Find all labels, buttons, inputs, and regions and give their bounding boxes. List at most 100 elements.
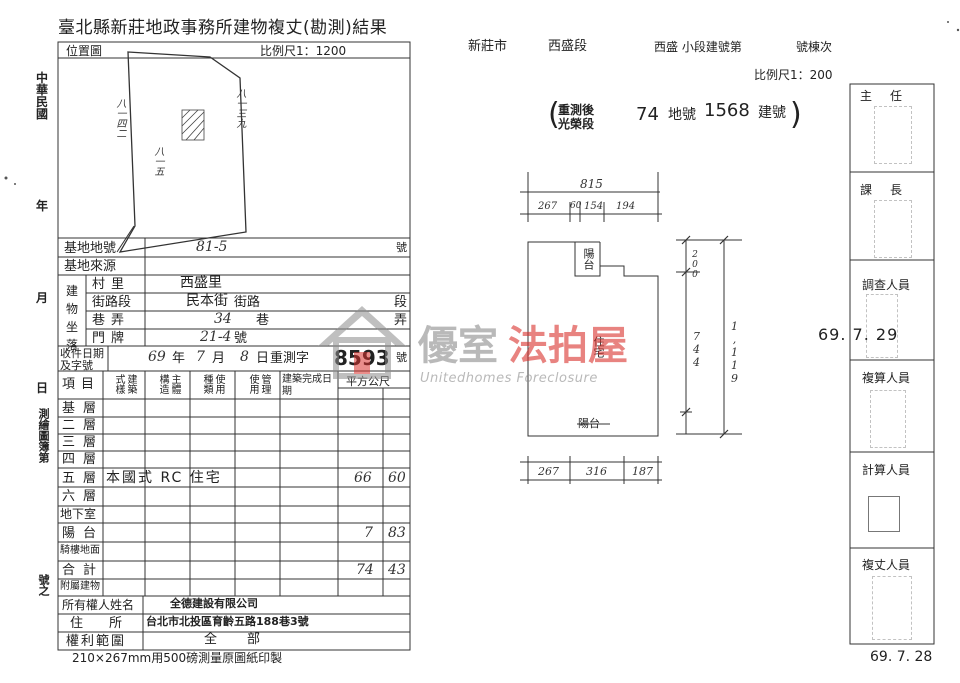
dim-bottom-seg-1: 267 bbox=[538, 465, 559, 478]
doc-day: 8 bbox=[240, 349, 249, 365]
owner-address-label: 住所 bbox=[70, 616, 149, 631]
seal-stamp-chief bbox=[874, 200, 912, 258]
row-total-area-int: 74 bbox=[356, 562, 374, 578]
city-name: 新莊市 bbox=[468, 39, 508, 54]
right-scale: 比例尺1：200 bbox=[754, 68, 833, 82]
land-number: 74 bbox=[636, 104, 659, 125]
doc-year: 69 bbox=[148, 349, 166, 365]
parcel-815: 八一五 bbox=[152, 146, 163, 176]
lane-suffix-2: 弄 bbox=[394, 313, 408, 328]
village-value: 西盛里 bbox=[180, 275, 222, 291]
doc-suffix: 號 bbox=[396, 351, 407, 364]
sig-remeasurer: 複丈人員 bbox=[862, 558, 911, 572]
row-label: 五層 bbox=[62, 471, 105, 486]
doc-label-2: 及字號 bbox=[60, 359, 93, 372]
sig-date-2: 69. 7. 28 bbox=[870, 649, 933, 665]
row-5-content: 本國式 RC 住宅 bbox=[106, 470, 222, 486]
sig-surveyor: 調查人員 bbox=[862, 278, 911, 292]
owner-scope-label: 權利範圍 bbox=[66, 634, 127, 649]
remeasure-line-2: 光榮段 bbox=[558, 117, 595, 131]
dim-bottom-seg-3: 187 bbox=[632, 465, 653, 478]
row-5-area-int: 66 bbox=[354, 470, 372, 486]
th-style: 建築式樣 bbox=[113, 374, 136, 394]
door-suffix: 號 bbox=[234, 331, 248, 346]
doc-word: 重測字 bbox=[270, 351, 310, 366]
seal-stamp-calculator bbox=[868, 496, 900, 532]
room-residence: 住宅 bbox=[592, 336, 605, 358]
margin-month: 月 bbox=[36, 291, 49, 305]
owner-name-value: 全德建設有限公司 bbox=[170, 597, 258, 610]
row-label: 二層 bbox=[62, 418, 105, 433]
doc-month: 7 bbox=[196, 349, 205, 365]
row-total-area-dec: 43 bbox=[388, 562, 406, 578]
margin-hua: 華 bbox=[36, 83, 49, 97]
room-balcony-top: 陽台 bbox=[582, 248, 595, 270]
row-label: 基層 bbox=[62, 401, 105, 416]
seal-stamp-remeasurer bbox=[872, 576, 912, 640]
doc-unit-month: 月 bbox=[212, 351, 226, 366]
margin-day: 日 bbox=[36, 381, 49, 395]
margin-number-of: 號之 bbox=[37, 574, 50, 596]
th-use: 使用種類 bbox=[201, 374, 224, 394]
village-label: 村里 bbox=[92, 277, 131, 292]
bracket-left: ( bbox=[548, 97, 560, 132]
street-label: 街路段 bbox=[92, 295, 132, 310]
lane-suffix-1: 巷 bbox=[256, 313, 270, 328]
row-label: 合計 bbox=[62, 563, 105, 578]
parcel-8139: 八一三九 bbox=[234, 88, 245, 128]
door-value: 21-4 bbox=[200, 329, 232, 345]
number-label: 號棟次 bbox=[796, 40, 833, 54]
dim-top-seg-4: 194 bbox=[616, 201, 636, 212]
base-no-label: 基地地號 bbox=[64, 241, 117, 256]
seal-stamp-surveyor bbox=[866, 294, 898, 358]
th-item: 項目 bbox=[62, 377, 101, 392]
location-map-label: 位置圖 bbox=[66, 44, 103, 58]
watermark-brand-2: 法拍屋 bbox=[508, 323, 628, 369]
owner-name-label: 所有權人姓名 bbox=[62, 598, 135, 612]
street-suffix-2: 段 bbox=[394, 295, 408, 310]
lane-value: 34 bbox=[214, 311, 232, 327]
location-map-scale: 比例尺1：1200 bbox=[260, 44, 347, 58]
street-suffix-1: 街路 bbox=[234, 295, 261, 310]
sig-calculator: 計算人員 bbox=[862, 463, 911, 477]
sig-section-chief: 課長 bbox=[860, 183, 921, 197]
margin-zhong: 中 bbox=[36, 71, 49, 85]
sig-director: 主任 bbox=[860, 89, 921, 103]
watermark-brand-1: 優室 bbox=[418, 323, 498, 369]
margin-survey-book: 測繪圖簿第 bbox=[37, 408, 50, 463]
row-balcony-area-int: 7 bbox=[364, 525, 373, 541]
margin-guo: 國 bbox=[36, 107, 49, 121]
base-no-value: 81-5 bbox=[196, 239, 228, 255]
row-label: 陽台 bbox=[62, 526, 105, 541]
base-no-suffix: 號 bbox=[396, 241, 407, 254]
bracket-right: ) bbox=[790, 97, 802, 132]
location-label-2: 坐落 bbox=[66, 320, 79, 352]
dim-side-total: 1,119 bbox=[728, 320, 741, 385]
land-label: 地號 bbox=[668, 107, 696, 123]
doc-label-1: 收件日期 bbox=[60, 347, 104, 360]
dim-bottom-seg-2: 316 bbox=[586, 465, 607, 478]
owner-address-value: 台北市北投區育齡五路188巷3號 bbox=[146, 615, 309, 628]
seal-stamp-rechecker bbox=[870, 390, 906, 448]
dim-side-main: 744 bbox=[690, 330, 703, 369]
doc-unit-year: 年 bbox=[172, 351, 186, 366]
th-structure: 主體構造 bbox=[157, 374, 180, 394]
door-label: 門牌 bbox=[92, 331, 131, 346]
owner-scope-value: 全部 bbox=[204, 632, 291, 647]
section-name: 西盛段 bbox=[548, 39, 588, 54]
sig-rechecker: 複算人員 bbox=[862, 371, 911, 385]
dim-top-total: 815 bbox=[580, 177, 603, 191]
subsection-name: 西盛 小段建號第 bbox=[654, 40, 742, 54]
sig-date-1: 69. 7. 29 bbox=[818, 325, 899, 344]
parcel-8142: 八一四二 bbox=[114, 98, 125, 138]
row-5-area-dec: 60 bbox=[388, 470, 406, 486]
row-label: 四層 bbox=[62, 452, 105, 467]
th-area: 平方公尺 bbox=[346, 375, 390, 388]
watermark-brand-en: Unitedhomes Foreclosure bbox=[420, 371, 598, 386]
row-label: 六層 bbox=[62, 489, 105, 504]
dim-top-seg-2: 60 bbox=[570, 201, 582, 211]
row-label: 地下室 bbox=[60, 507, 97, 521]
row-label: 附屬建物 bbox=[60, 581, 100, 592]
